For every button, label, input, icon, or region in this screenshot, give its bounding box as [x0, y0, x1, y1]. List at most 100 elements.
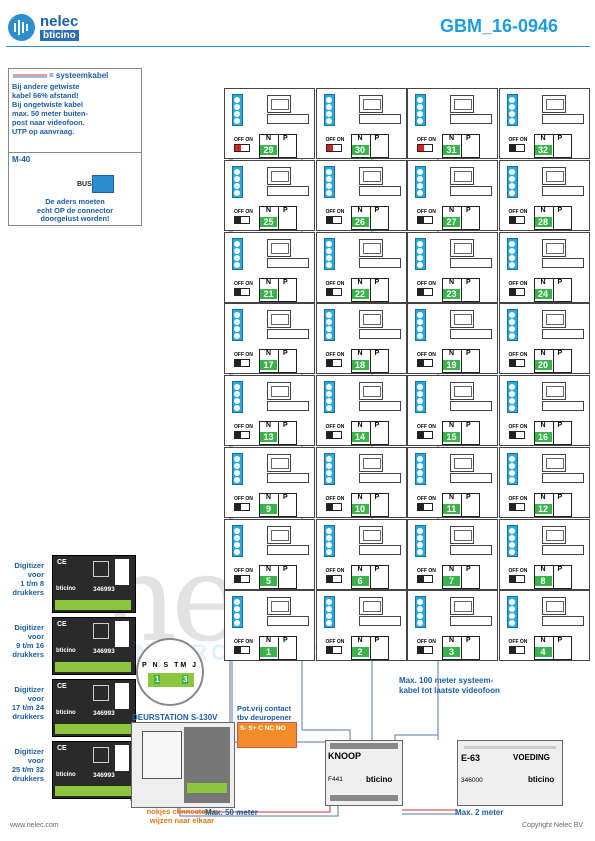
n-label: N — [449, 135, 455, 142]
p-label: P — [283, 278, 288, 286]
switch-icon — [508, 287, 525, 296]
terminal-icon — [232, 596, 243, 629]
monitor-icon — [267, 597, 291, 616]
monitor-icon — [450, 238, 474, 257]
monitor-icon — [267, 525, 291, 544]
switch-icon — [234, 574, 250, 583]
keypad-icon — [450, 401, 492, 411]
switch-label: OFF ON — [325, 567, 345, 574]
unit-number: 20 — [534, 360, 552, 371]
unit-number: 14 — [351, 432, 369, 442]
unit-number: 26 — [351, 216, 369, 227]
digitizer-label: Digitizer voor 1 t/m 8 drukkers — [12, 561, 44, 597]
switch-icon — [417, 287, 433, 296]
p-label: P — [557, 350, 563, 358]
n-label: N — [540, 278, 546, 286]
nelec-logo-icon — [8, 14, 35, 41]
voeding-brand: bticino — [528, 775, 555, 784]
switch-icon — [508, 215, 525, 224]
unit-number: 32 — [534, 145, 552, 155]
p-label: P — [557, 422, 563, 429]
switch-icon — [325, 215, 342, 224]
keypad-icon — [267, 401, 309, 411]
inset-left-num: 1 — [154, 675, 161, 684]
unit-number: 22 — [351, 288, 369, 299]
terminal-icon — [415, 596, 426, 629]
switch-label: OFF ON — [508, 208, 528, 215]
n-label: N — [449, 278, 455, 286]
terminal-icon — [415, 452, 426, 485]
n-label: N — [449, 422, 455, 429]
keypad-icon — [541, 257, 584, 268]
terminal-icon — [232, 94, 243, 126]
p-label: P — [374, 637, 380, 645]
ce-mark: CE — [57, 683, 67, 690]
switch-label: OFF ON — [325, 280, 345, 287]
p-label: P — [374, 350, 380, 358]
p-label: P — [466, 565, 471, 573]
switch-icon — [417, 574, 433, 583]
keypad-icon — [358, 616, 401, 627]
terminal-icon — [506, 237, 518, 270]
n-label: N — [540, 206, 546, 214]
n-label: N — [357, 350, 363, 358]
voeding-subtitle: VOEDING — [513, 753, 550, 762]
knoop-module: KNOOP F441 bticino — [325, 740, 403, 806]
unit-number: 27 — [443, 216, 460, 227]
monitor-icon — [541, 453, 566, 472]
unit-number: 30 — [351, 145, 369, 155]
bus-connector-icon — [92, 175, 114, 193]
terminal-icon — [323, 94, 335, 126]
unit-number: 31 — [443, 145, 460, 155]
switch-icon — [234, 287, 250, 296]
monitor-icon — [541, 382, 566, 400]
p-label: P — [374, 422, 380, 429]
n-label: N — [266, 206, 272, 214]
m40-bus-label: BUS — [77, 181, 92, 188]
io-icon — [93, 685, 109, 701]
unit-number: 3 — [443, 647, 460, 658]
p-label: P — [374, 565, 380, 573]
n-label: N — [540, 422, 546, 429]
terminal-icon — [415, 165, 426, 198]
n-label: N — [540, 493, 546, 501]
unit-number: 1 — [260, 647, 277, 658]
switch-icon — [234, 646, 250, 655]
terminal-icon — [232, 381, 243, 413]
unit-number: 23 — [443, 288, 460, 299]
document-id: GBM_16-0946 — [440, 16, 559, 36]
keypad-icon — [267, 544, 309, 555]
n-label: N — [449, 565, 455, 573]
digitizer-code: 346993 — [93, 772, 115, 779]
voeding-code: 346000 — [461, 777, 483, 784]
switch-label: OFF ON — [234, 424, 253, 430]
n-label: N — [449, 206, 455, 214]
io-icon — [93, 561, 109, 577]
unit-number: 21 — [260, 288, 277, 299]
inset-right-num: 3 — [182, 675, 189, 684]
switch-icon — [508, 144, 525, 152]
n-label: N — [357, 565, 363, 573]
brand-name: nelec — [40, 13, 79, 30]
p-label: P — [466, 493, 471, 501]
